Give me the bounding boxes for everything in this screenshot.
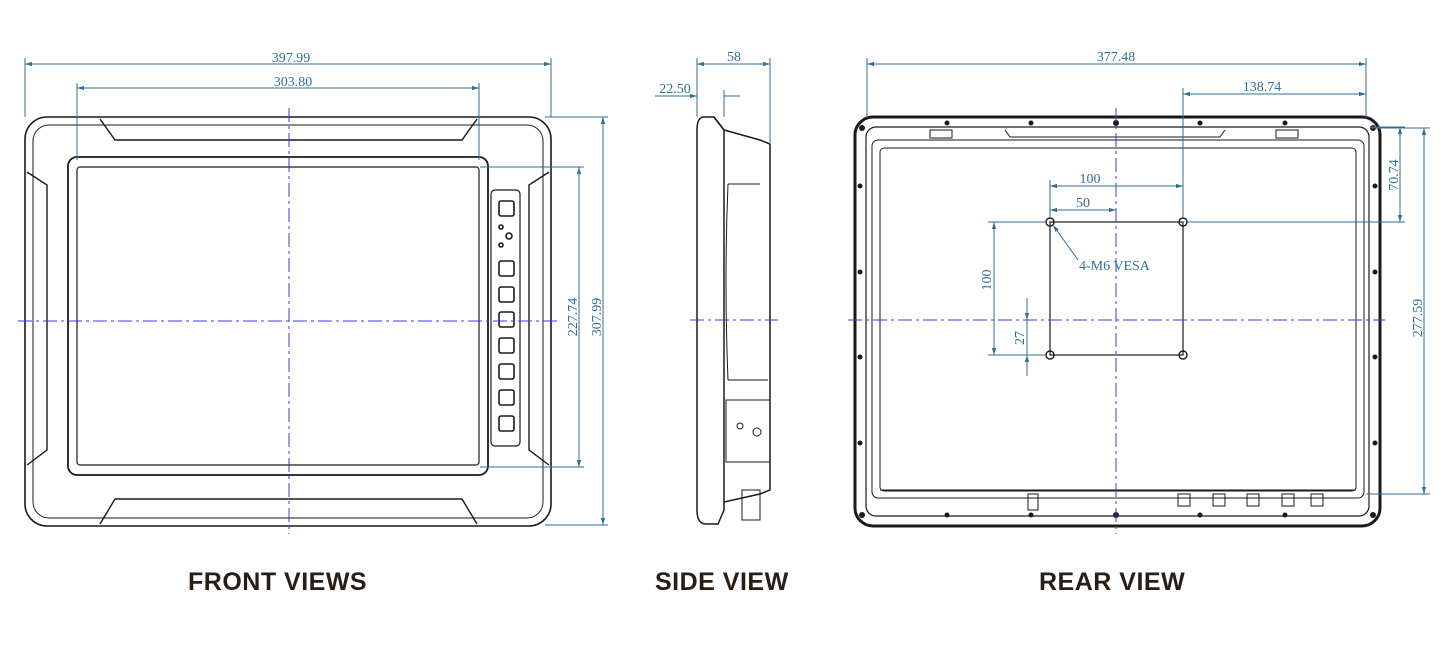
front-display-bezel <box>67 156 489 476</box>
rear-top-rail <box>1004 129 1226 138</box>
rear-inner-frame <box>865 126 1370 517</box>
rear-top-bracket <box>929 129 953 139</box>
rear-vesa-small-dim: 27 <box>1013 331 1028 345</box>
front-views-label: FRONT VIEWS <box>188 568 368 596</box>
side-view <box>696 116 771 525</box>
rear-centerlines <box>848 108 1385 534</box>
side-connector-block <box>725 399 771 463</box>
front-bottom-grip <box>99 498 478 525</box>
rear-vesa-vertical-dim: 100 <box>980 270 995 291</box>
rear-vesa-offset-y-dim: 70.74 <box>1387 159 1402 191</box>
rear-outer-frame <box>853 115 1382 528</box>
side-dimensions <box>655 58 771 144</box>
front-centerlines <box>18 108 558 534</box>
front-button <box>498 311 515 328</box>
rear-connector <box>1281 493 1295 507</box>
rear-view-label: REAR VIEW <box>1039 568 1186 596</box>
front-overall-width-dim: 397.99 <box>272 51 311 66</box>
front-dimensions <box>24 58 608 526</box>
rear-connector <box>1027 493 1039 511</box>
front-overall-height-dim: 307.99 <box>590 298 605 337</box>
rear-screws <box>857 120 1378 518</box>
front-button <box>498 200 515 217</box>
side-connector-plug <box>741 489 761 521</box>
rear-connector <box>1177 493 1191 507</box>
front-screen <box>76 166 480 466</box>
side-connector <box>752 427 762 437</box>
rear-vesa-horizontal-dim: 100 <box>1080 172 1101 187</box>
rear-overall-height-dim: 277.59 <box>1411 299 1426 338</box>
front-indicator-led <box>498 224 504 230</box>
rear-connector <box>1212 493 1226 507</box>
front-button-strip <box>490 189 521 447</box>
side-connector <box>736 422 744 430</box>
front-button <box>498 337 515 354</box>
rear-vesa-half-dim: 50 <box>1076 196 1090 211</box>
side-bezel-depth-dim: 22.50 <box>659 82 691 97</box>
rear-dimensions <box>866 58 1430 495</box>
front-right-grip <box>528 171 550 466</box>
rear-vesa-hole <box>1178 350 1188 360</box>
rear-housing <box>871 139 1365 499</box>
front-indicator-led <box>498 242 504 248</box>
side-view-label: SIDE VIEW <box>655 568 789 596</box>
rear-vesa-offset-x-dim: 138.74 <box>1243 80 1282 95</box>
rear-vesa-note: 4-M6 VESA <box>1079 259 1151 274</box>
front-button <box>498 260 515 277</box>
front-display-width-dim: 303.80 <box>274 75 313 90</box>
front-display-height-dim: 227.74 <box>566 298 581 337</box>
front-button <box>498 415 515 432</box>
front-indicator-led <box>505 232 513 240</box>
side-bezel <box>696 116 725 525</box>
front-view <box>24 116 552 527</box>
side-depth-dim: 58 <box>727 50 741 65</box>
front-left-grip <box>26 171 48 466</box>
rear-view <box>853 115 1382 528</box>
rear-top-bracket <box>1275 129 1299 139</box>
front-button <box>498 389 515 406</box>
side-rear-housing <box>723 129 771 503</box>
rear-connector <box>1246 493 1260 507</box>
rear-overall-width-dim: 377.48 <box>1097 50 1136 65</box>
rear-connector <box>1310 493 1324 507</box>
front-button <box>498 286 515 303</box>
front-button <box>498 363 515 380</box>
